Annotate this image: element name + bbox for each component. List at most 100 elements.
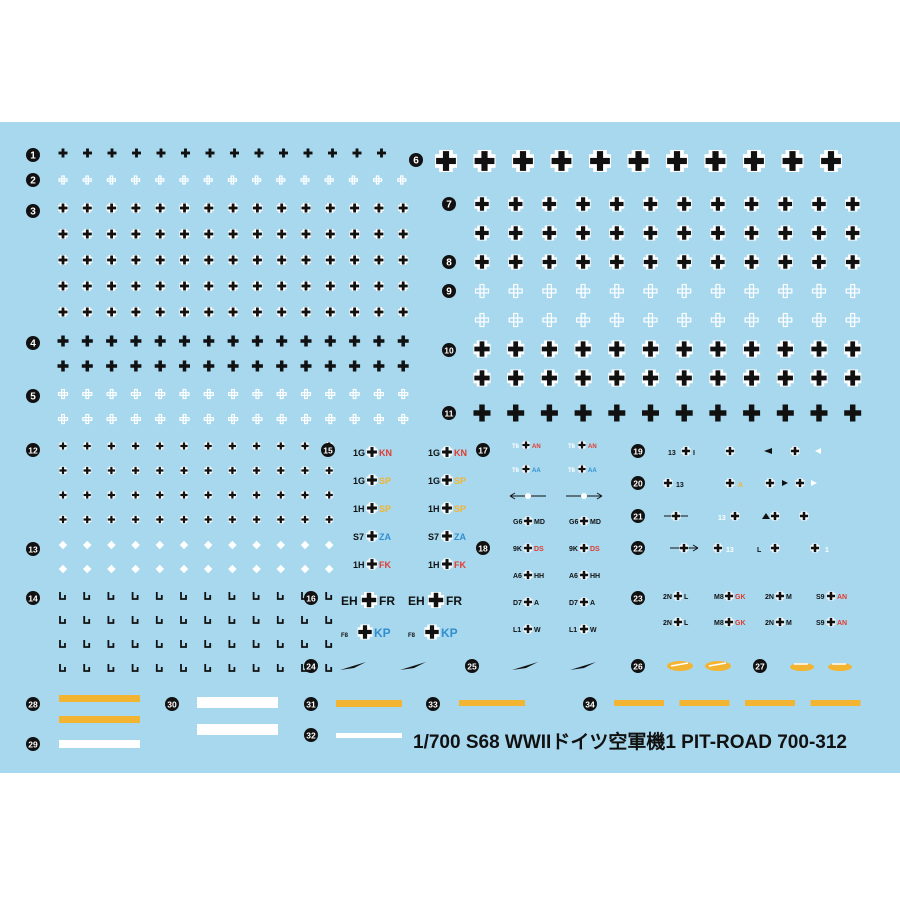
balkenkreuz-icon (107, 491, 116, 499)
balkenkreuz-icon (679, 543, 689, 553)
balkenkreuz-icon (59, 491, 67, 499)
cross-icon (642, 404, 659, 422)
code-suffix: SP (454, 476, 466, 486)
balkenkreuz-icon (609, 196, 625, 212)
white-cross-icon (778, 283, 793, 299)
code-prefix: 2N (663, 620, 672, 627)
set-number-15: 15 (323, 446, 333, 456)
hook-icon (325, 640, 333, 648)
balkenkreuz-icon (349, 203, 360, 213)
set-number-28-badge: 28 (26, 697, 40, 711)
white-dot-icon (525, 493, 531, 499)
cross-icon (81, 335, 93, 347)
white-diamond-icon (131, 564, 140, 574)
balkenkreuz-icon (252, 466, 261, 475)
balkenkreuz-icon (826, 617, 836, 627)
cross-icon (203, 360, 215, 372)
code-suffix: M (786, 594, 792, 601)
yellow-emblem-icon (667, 661, 693, 671)
set-number-5-badge: 5 (26, 389, 40, 403)
set-number-20: 20 (633, 479, 643, 489)
code-suffix: SP (379, 476, 391, 486)
white-diamond-icon (82, 564, 92, 574)
white-cross-icon (203, 388, 214, 400)
balkenkreuz-icon (522, 441, 530, 449)
chevron-icon (782, 480, 788, 486)
code-suffix: FR (379, 594, 395, 608)
set-number-34-badge: 34 (583, 697, 597, 711)
balkenkreuz-icon (58, 203, 68, 213)
cross-icon (203, 335, 215, 347)
white-cross-icon (228, 413, 239, 425)
balkenkreuz-icon (106, 281, 117, 291)
white-cross-icon (228, 388, 239, 400)
hook-icon (107, 640, 115, 648)
balkenkreuz-icon (777, 196, 793, 212)
code-prefix: S9 (816, 620, 825, 627)
white-cross-icon (677, 283, 692, 299)
set-number-27-badge: 27 (753, 659, 767, 673)
set-number-1-badge: 1 (26, 148, 40, 162)
balkenkreuz-icon (301, 281, 311, 291)
white-diamond-icon (276, 564, 286, 574)
balkenkreuz-icon (204, 442, 213, 450)
hook-icon (155, 616, 163, 624)
code-prefix: F8 (341, 633, 349, 639)
white-cross-icon (325, 413, 336, 425)
white-stripe (197, 724, 278, 735)
hook-icon (204, 640, 212, 648)
hook-icon (276, 592, 284, 600)
cross-icon (106, 335, 118, 347)
balkenkreuz-icon (106, 203, 117, 213)
cross-icon (373, 360, 385, 372)
hook-icon (204, 664, 212, 672)
balkenkreuz-icon (373, 307, 384, 317)
sheet-title: 1/700 S68 WWIIドイツ空軍機1 PIT-ROAD 700-312 (413, 732, 847, 753)
balkenkreuz-icon (844, 369, 862, 387)
yellow-stripe (679, 700, 730, 706)
set-number-10-badge: 10 (442, 343, 456, 357)
balkenkreuz-icon (474, 196, 490, 212)
white-cross-icon (373, 388, 384, 400)
chevron-icon (764, 448, 772, 454)
code-prefix: D7 (513, 600, 522, 607)
set-number-21-badge: 21 (631, 509, 645, 523)
white-cross-icon (643, 283, 658, 299)
balkenkreuz-icon (609, 254, 625, 270)
cross-icon (377, 148, 386, 158)
balkenkreuz-icon (776, 340, 794, 358)
set-number-13-badge: 13 (26, 542, 40, 556)
balkenkreuz-icon (83, 515, 92, 524)
set-number-10: 10 (444, 346, 454, 356)
hook-icon (107, 664, 115, 672)
set-number-7: 7 (446, 200, 452, 211)
balkenkreuz-icon (810, 369, 828, 387)
white-cross-icon (203, 175, 213, 185)
white-cross-icon (179, 175, 189, 185)
white-cross-icon (106, 175, 117, 185)
set-number-17-badge: 17 (476, 443, 490, 457)
hook-icon (252, 616, 260, 624)
hook-icon (252, 592, 260, 600)
balkenkreuz-icon (228, 442, 237, 450)
balkenkreuz-icon (325, 307, 336, 317)
balkenkreuz-icon (366, 474, 378, 486)
cross-icon (397, 335, 409, 347)
balkenkreuz-icon (325, 255, 336, 265)
balkenkreuz-icon (724, 617, 734, 627)
white-cross-icon (325, 388, 336, 400)
balkenkreuz-icon (540, 369, 558, 387)
white-cross-icon (82, 175, 92, 185)
balkenkreuz-icon (673, 617, 683, 627)
balkenkreuz-icon (523, 624, 533, 634)
balkenkreuz-icon (107, 466, 116, 475)
code-suffix: DS (590, 546, 600, 553)
balkenkreuz-icon (579, 597, 589, 607)
code-prefix: 2N (663, 594, 672, 601)
balkenkreuz-icon (574, 340, 592, 358)
set-number-32: 32 (306, 731, 316, 741)
balkenkreuz-icon (131, 515, 140, 524)
white-cross-icon (252, 413, 263, 425)
set-number-8: 8 (446, 258, 452, 269)
white-cross-icon (349, 388, 360, 400)
